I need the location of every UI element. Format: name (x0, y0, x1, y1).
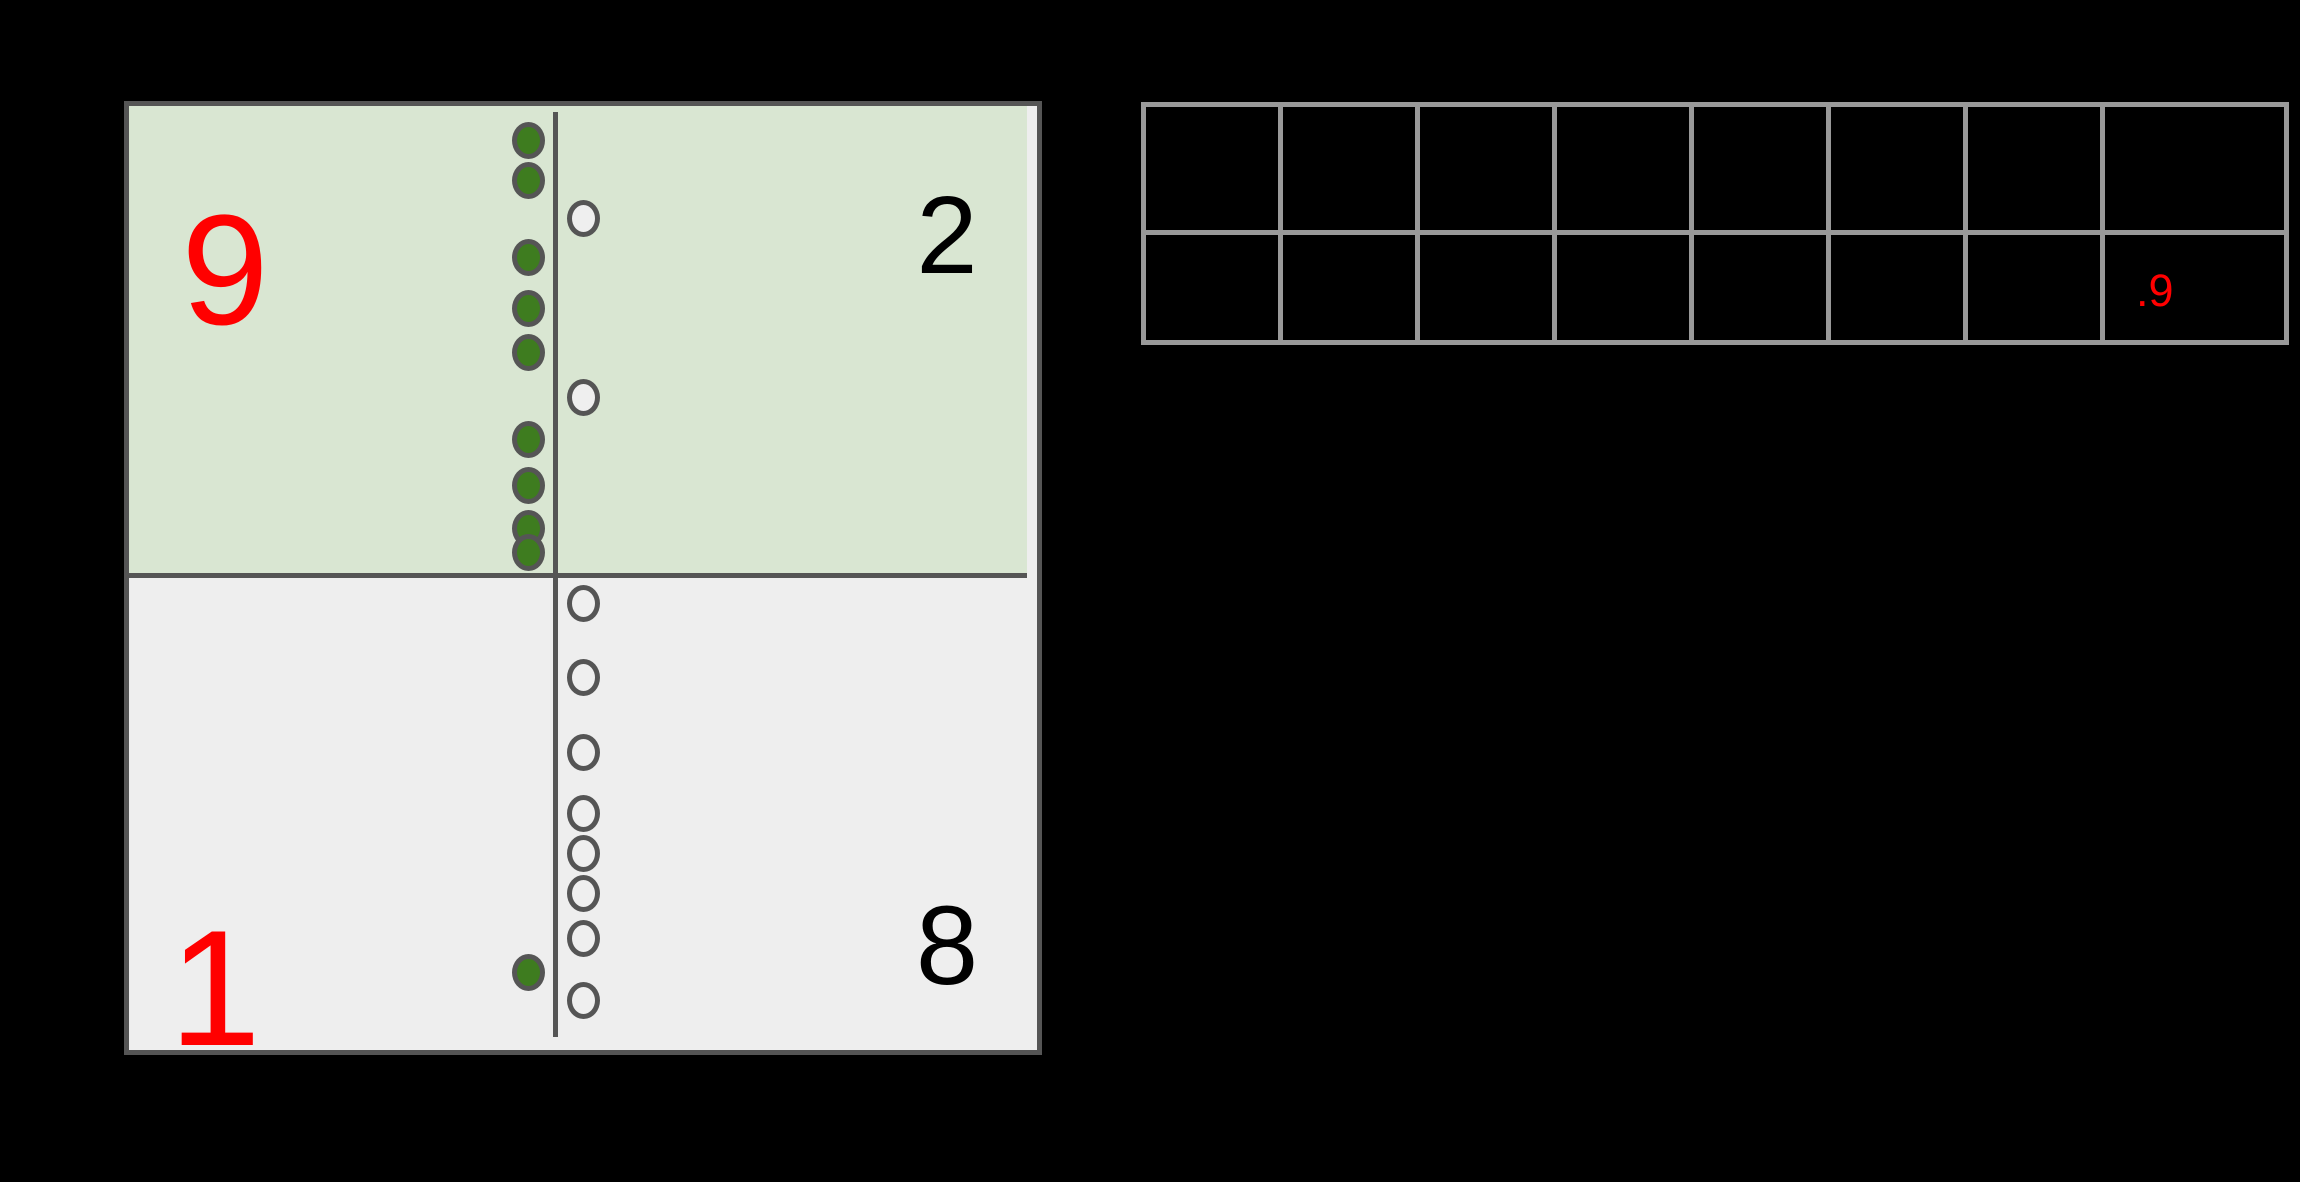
table-cell[interactable] (1557, 235, 1689, 340)
table-cell[interactable] (2105, 107, 2284, 230)
horizontal-divider (129, 573, 1027, 578)
table-cell[interactable] (1831, 235, 1963, 340)
dot-sorting-board: 9 2 1 8 (124, 101, 1042, 1071)
table-cell[interactable] (1557, 107, 1689, 230)
open-dot[interactable] (566, 199, 600, 237)
table-cell[interactable] (1694, 107, 1826, 230)
open-dot[interactable] (566, 874, 600, 912)
table-cell[interactable] (1420, 107, 1552, 230)
table-cell[interactable] (1968, 107, 2100, 230)
open-dot[interactable] (566, 584, 600, 622)
table-cell[interactable] (1968, 235, 2100, 340)
table-cell[interactable] (1831, 107, 1963, 230)
table-cell[interactable] (1694, 235, 1826, 340)
filled-dot[interactable] (511, 238, 545, 276)
filled-dot[interactable] (511, 953, 545, 991)
filled-dot[interactable] (511, 121, 545, 159)
count-bottom-left: 1 (169, 896, 261, 1080)
top-region (129, 106, 1027, 573)
count-top-left: 9 (181, 183, 269, 358)
filled-dot[interactable] (511, 533, 545, 571)
filled-dot[interactable] (511, 420, 545, 458)
filled-dot[interactable] (511, 289, 545, 327)
table-cell[interactable] (1146, 235, 1278, 340)
table-cell[interactable]: .9 (2105, 235, 2284, 340)
open-dot[interactable] (566, 794, 600, 832)
filled-dot[interactable] (511, 333, 545, 371)
count-bottom-right: 8 (915, 883, 979, 1008)
open-dot[interactable] (566, 378, 600, 416)
open-dot[interactable] (566, 658, 600, 696)
table-cell[interactable] (1146, 107, 1278, 230)
filled-dot[interactable] (511, 466, 545, 504)
table-cell[interactable] (1283, 107, 1415, 230)
results-table: .9 (1141, 102, 2289, 345)
open-dot[interactable] (566, 919, 600, 957)
center-vertical-line (553, 112, 558, 1037)
table-cell[interactable] (1420, 235, 1552, 340)
count-top-right: 2 (916, 174, 978, 297)
table-cell[interactable] (1283, 235, 1415, 340)
open-dot[interactable] (566, 834, 600, 872)
open-dot[interactable] (566, 981, 600, 1019)
open-dot[interactable] (566, 733, 600, 771)
filled-dot[interactable] (511, 161, 545, 199)
